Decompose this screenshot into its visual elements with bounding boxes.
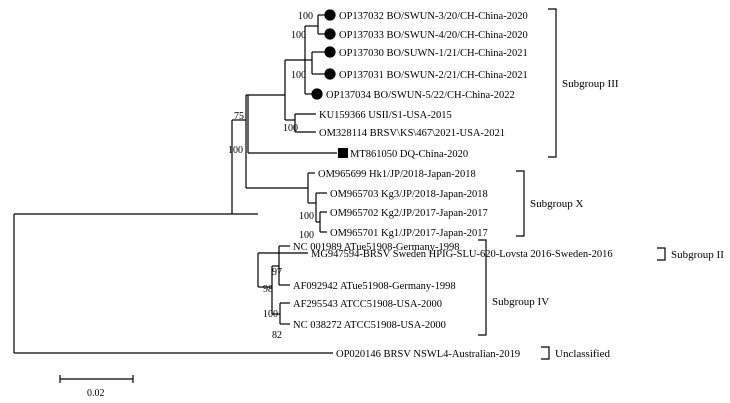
- leaf-label: OP137034 BO/SWUN-5/22/CH-China-2022: [326, 90, 515, 101]
- bootstrap-value: 82: [272, 330, 282, 341]
- leaf-label: OP137032 BO/SWUN-3/20/CH-China-2020: [339, 11, 528, 22]
- leaf-markers: [311, 9, 348, 158]
- filled-circle-icon: [324, 46, 336, 58]
- filled-circle-icon: [324, 28, 336, 40]
- leaf-label: MT861050 DQ-China-2020: [350, 149, 468, 160]
- leaf-label: NC 038272 ATCC51908-USA-2000: [293, 320, 446, 331]
- bootstrap-value: 98: [263, 284, 273, 295]
- bracket-subgroup-iv: [478, 239, 487, 336]
- filled-circle-icon: [324, 9, 336, 21]
- leaf-label: OP020146 BRSV NSWL4-Australian-2019: [336, 349, 520, 360]
- bootstrap-value: 100: [228, 145, 243, 156]
- bracket-subgroup-x: [516, 170, 525, 237]
- bootstrap-value: 100: [298, 11, 313, 22]
- leaf-label: OM965702 Kg2/JP/2017-Japan-2017: [330, 208, 488, 219]
- filled-square-icon: [338, 148, 348, 158]
- bracket-subgroup-iii: [548, 8, 557, 158]
- leaf-label: OM328114 BRSV\KS\467\2021-USA-2021: [319, 128, 505, 139]
- bootstrap-value: 100: [291, 30, 306, 41]
- tree-branches: [13, 14, 337, 354]
- bootstrap-value: 100: [291, 70, 306, 81]
- bootstrap-values: 100 100 100 100 75 100 100 100 98 97 100…: [228, 11, 314, 341]
- group-label: Subgroup II: [671, 249, 724, 261]
- scale-bar: 0.02: [59, 375, 134, 399]
- bootstrap-value: 75: [234, 111, 244, 122]
- leaf-label: MG947594-BRSV Sweden HPIG-SLU-620-Lovsta…: [311, 249, 613, 260]
- leaf-label: NC 001989 ATue51908-Germany-1998: [293, 242, 459, 253]
- leaf-label: OP137031 BO/SWUN-2/21/CH-China-2021: [339, 70, 528, 81]
- bootstrap-value: 100: [263, 309, 278, 320]
- leaf-label: OP137030 BO/SUWN-1/21/CH-China-2021: [339, 48, 528, 59]
- bootstrap-value: 100: [299, 211, 314, 222]
- bootstrap-value: 97: [272, 267, 282, 278]
- scale-bar-label: 0.02: [87, 388, 105, 399]
- filled-circle-icon: [311, 88, 323, 100]
- bootstrap-value: 100: [299, 230, 314, 241]
- group-label: Subgroup IV: [492, 296, 549, 308]
- leaf-label: OM965703 Kg3/JP/2018-Japan-2018: [330, 189, 488, 200]
- leaf-labels: OP137032 BO/SWUN-3/20/CH-China-2020 OP13…: [293, 11, 613, 360]
- filled-circle-icon: [324, 68, 336, 80]
- leaf-label: OM965699 Hk1/JP/2018-Japan-2018: [318, 169, 476, 180]
- leaf-label: AF295543 ATCC51908-USA-2000: [293, 299, 442, 310]
- bootstrap-value: 100: [283, 123, 298, 134]
- leaf-label: AF092942 ATue51908-Germany-1998: [293, 281, 456, 292]
- bracket-subgroup-ii: [657, 247, 666, 261]
- group-label: Subgroup III: [562, 78, 619, 90]
- group-label: Subgroup X: [530, 198, 584, 210]
- leaf-label: OP137033 BO/SWUN-4/20/CH-China-2020: [339, 30, 528, 41]
- leaf-label: OM965701 Kg1/JP/2017-Japan-2017: [330, 228, 488, 239]
- leaf-label: KU159366 USII/S1-USA-2015: [319, 110, 452, 121]
- bracket-unclassified: [541, 346, 550, 360]
- group-label: Unclassified: [555, 348, 610, 360]
- subgroup-brackets: Subgroup III Subgroup X Subgroup II Subg…: [478, 8, 724, 360]
- scale-bar-line: [59, 375, 134, 383]
